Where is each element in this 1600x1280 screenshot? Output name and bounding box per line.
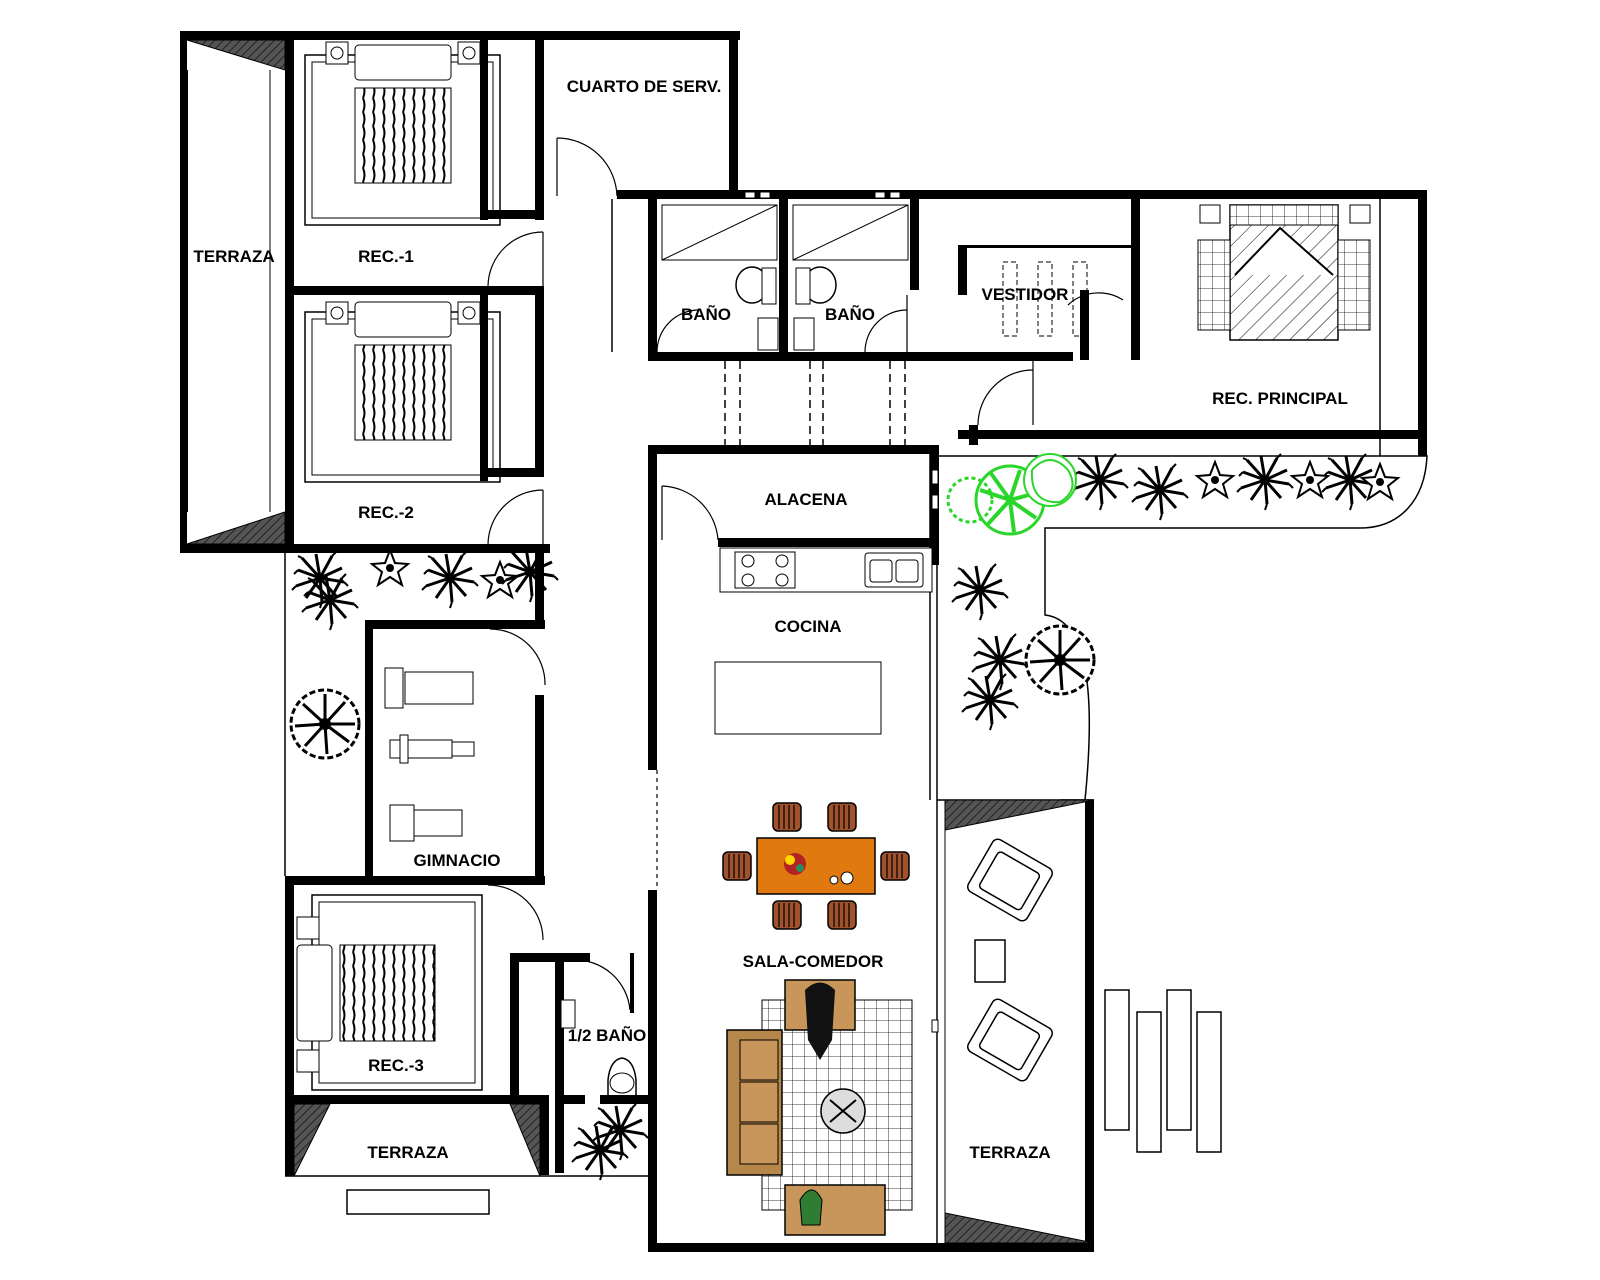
dining-set (722, 802, 910, 930)
label-rec2: REC.-2 (358, 503, 414, 522)
label-medio-bano: 1/2 BAÑO (568, 1025, 646, 1045)
bed-rec2 (304, 301, 501, 483)
room-labels: CUARTO DE SERV. TERRAZA REC.-1 BAÑO BAÑO… (193, 77, 1347, 1162)
label-sala-comedor: SALA-COMEDOR (743, 952, 884, 971)
gym-equipment (384, 667, 475, 842)
label-rec3: REC.-3 (368, 1056, 424, 1075)
label-terraza-west: TERRAZA (193, 247, 274, 266)
label-rec-principal: REC. PRINCIPAL (1212, 389, 1348, 408)
living-set (726, 979, 913, 1236)
windows (744, 191, 939, 1033)
bed-rec-principal (1197, 204, 1371, 341)
bathroom-fixtures (560, 204, 1088, 1095)
terrace-hatching (186, 39, 1095, 1244)
label-bano-2: BAÑO (825, 304, 875, 324)
label-gimnacio: GIMNACIO (414, 851, 501, 870)
walls (180, 31, 1427, 1252)
label-terraza-east: TERRAZA (969, 1143, 1050, 1162)
kitchen-fixtures (714, 547, 933, 735)
terrace-furniture (967, 838, 1222, 1153)
label-vestidor: VESTIDOR (982, 285, 1069, 304)
plants (289, 452, 1399, 1182)
label-alacena: ALACENA (764, 490, 847, 509)
label-cocina: COCINA (774, 617, 841, 636)
label-bano-1: BAÑO (681, 304, 731, 324)
bed-rec1 (304, 41, 501, 226)
bed-rec3 (296, 894, 483, 1091)
doors (487, 137, 1124, 1011)
label-rec1: REC.-1 (358, 247, 414, 266)
label-cuarto-serv: CUARTO DE SERV. (567, 77, 722, 96)
label-terraza-south: TERRAZA (367, 1143, 448, 1162)
